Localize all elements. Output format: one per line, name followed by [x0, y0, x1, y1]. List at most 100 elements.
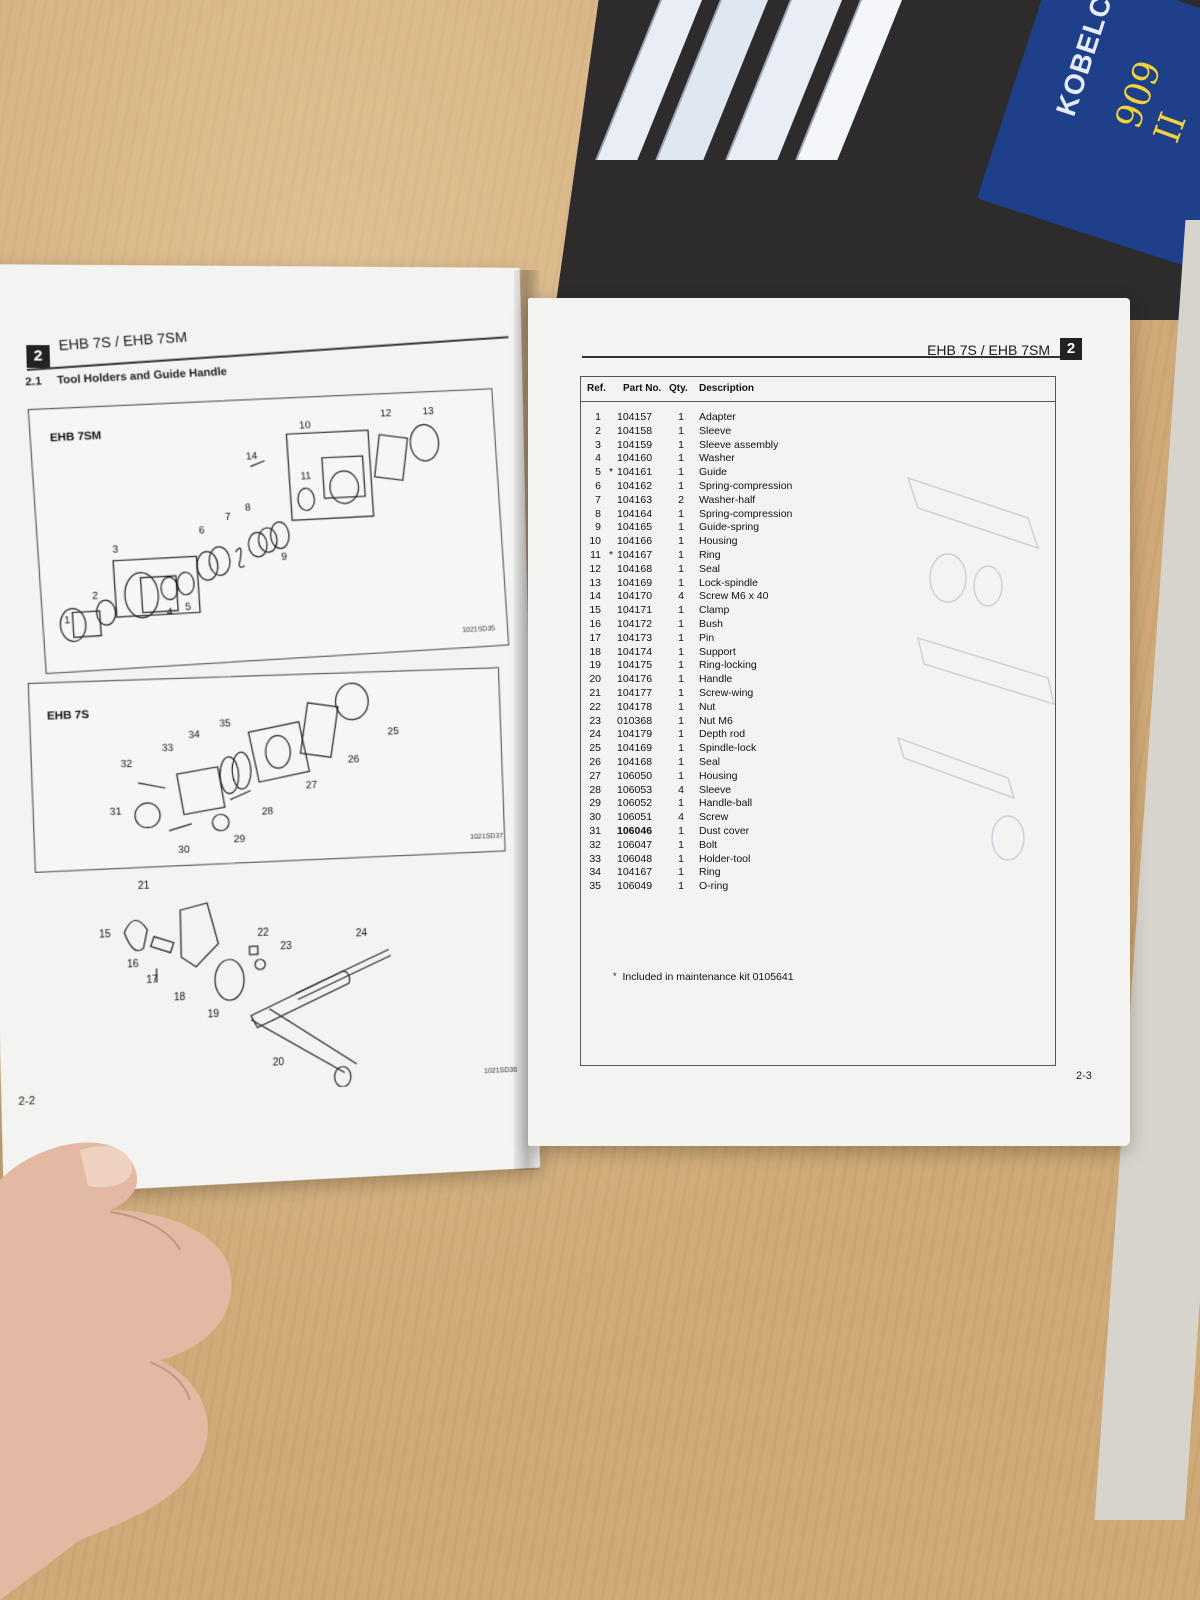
callout-6: 6 [198, 525, 206, 537]
chapter-title: EHB 7S / EHB 7SM [57, 328, 188, 354]
cell-description: Adapter [699, 411, 736, 423]
callout-26: 26 [347, 753, 360, 766]
cell-qty: 1 [678, 631, 684, 644]
cell-ref: 19 [589, 659, 601, 672]
cell-qty: 1 [678, 424, 684, 437]
cell-part-no: 104177 [617, 686, 653, 699]
cell-part-no: 104176 [617, 673, 653, 686]
cell-qty: 2 [678, 493, 684, 506]
cell-part-no: 104169 [617, 742, 653, 755]
callout-28: 28 [261, 806, 274, 818]
callout-20: 20 [272, 1056, 285, 1069]
cell-part-no: 104175 [617, 659, 653, 672]
cell-qty: 1 [678, 645, 684, 658]
callout-24: 24 [355, 927, 368, 940]
figure-code: 1021SD36 [484, 1066, 518, 1076]
cell-ref: 24 [589, 728, 601, 741]
column-part-no: Part No. [623, 383, 662, 394]
column-qty: Qty. [669, 383, 688, 394]
cell-qty: 1 [678, 438, 684, 451]
cell-qty: 1 [678, 742, 684, 755]
cell-part-no: 104166 [617, 535, 653, 548]
cell-ref: 28 [589, 783, 601, 796]
maintenance-kit-footnote: *Included in maintenance kit 0105641 [613, 971, 794, 983]
cell-ref: 22 [589, 700, 601, 713]
cell-qty: 1 [678, 507, 684, 520]
cell-part-no: 104179 [617, 728, 653, 741]
cell-ref: 1 [595, 411, 601, 423]
cell-qty: 1 [678, 659, 684, 672]
cell-ref: 17 [589, 631, 601, 644]
table-row: 19 104175 1 Ring-locking [581, 659, 1055, 673]
cell-description: Handle [699, 673, 733, 686]
cell-description: Depth rod [699, 728, 746, 741]
cell-ref: 5 [595, 466, 601, 479]
cell-ref: 20 [589, 673, 601, 686]
cell-kit-mark: * [609, 548, 614, 561]
callout-12: 12 [379, 407, 392, 420]
callout-2: 2 [91, 590, 99, 603]
cell-description: Clamp [699, 604, 730, 617]
diagram-ehb7sm: EHB 7SM [27, 388, 510, 675]
cell-part-no: 106046 [617, 824, 653, 837]
cell-description: Bush [699, 617, 723, 630]
cell-description: Sleeve assembly [699, 438, 779, 451]
cell-ref: 7 [595, 493, 601, 506]
cell-ref: 10 [589, 535, 601, 548]
cell-qty: 1 [678, 604, 684, 617]
cell-ref: 2 [595, 424, 601, 437]
cell-qty: 1 [678, 452, 684, 465]
cell-ref: 34 [589, 866, 601, 879]
cell-qty: 1 [678, 562, 684, 575]
cell-qty: 1 [678, 769, 684, 782]
cell-description: Seal [699, 562, 721, 575]
callout-34: 34 [188, 729, 201, 742]
page-number: 2-3 [1076, 1070, 1092, 1082]
cell-qty: 1 [678, 755, 684, 768]
exploded-view-drawing [29, 389, 508, 673]
cell-description: Nut M6 [699, 714, 733, 727]
cell-ref: 18 [589, 645, 601, 658]
cell-description: Screw-wing [699, 686, 754, 699]
cell-ref: 11 [590, 548, 601, 561]
callout-15: 15 [98, 929, 111, 941]
cell-description: Bolt [699, 838, 718, 851]
cell-qty: 1 [678, 714, 684, 727]
cell-description: Holder-tool [699, 852, 751, 865]
chapter-title: EHB 7S / EHB 7SM [927, 342, 1050, 358]
cell-kit-mark: * [609, 466, 614, 479]
cell-part-no: 106050 [617, 769, 653, 782]
cell-part-no: 104161 [617, 466, 653, 479]
cell-part-no: 010368 [617, 714, 653, 727]
cell-description: Spring-compression [699, 507, 793, 520]
cell-description: Lock-spindle [699, 576, 758, 589]
callout-23: 23 [280, 940, 292, 953]
column-description: Description [699, 383, 755, 394]
cell-part-no: 104169 [617, 576, 653, 589]
cell-description: O-ring [699, 880, 729, 893]
cell-ref: 27 [589, 769, 601, 782]
cell-description: Housing [699, 535, 738, 548]
cell-qty: 1 [678, 852, 684, 865]
callout-22: 22 [257, 927, 269, 940]
callout-7: 7 [224, 511, 232, 523]
cell-description: Ring-locking [699, 659, 757, 672]
cell-part-no: 106053 [617, 783, 653, 796]
cell-description: Sleeve [699, 783, 732, 796]
header-rule [582, 356, 1062, 358]
cell-description: Sleeve [699, 424, 732, 437]
